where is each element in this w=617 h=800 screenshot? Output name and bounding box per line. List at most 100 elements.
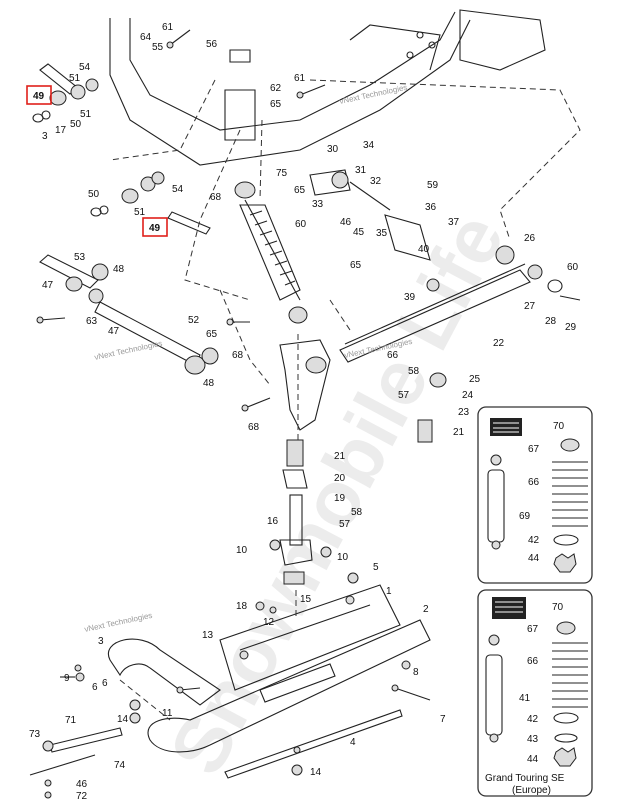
- callout: 8: [413, 667, 419, 678]
- callout: 17: [55, 125, 67, 136]
- callout: 73: [29, 729, 41, 740]
- callout: 63: [86, 316, 98, 327]
- callout: 13: [202, 630, 214, 641]
- callout: 45: [353, 227, 365, 238]
- callout: 75: [276, 168, 288, 179]
- callout: 31: [355, 165, 367, 176]
- callout: 10: [337, 552, 349, 563]
- panel-label: 43: [527, 734, 539, 745]
- watermark-text: vNext Technologies: [84, 611, 154, 634]
- callout: 24: [462, 390, 474, 401]
- callout: 51: [69, 73, 81, 84]
- panel-label: 67: [527, 624, 539, 635]
- callout: 64: [140, 32, 152, 43]
- callout-49-top: 49: [33, 91, 45, 102]
- callout: 4: [350, 737, 356, 748]
- hardware: [36, 29, 431, 799]
- panel-caption-line1: Grand Touring SE: [485, 773, 565, 784]
- front-arm-tube: [32, 63, 99, 123]
- panel-label: 42: [528, 535, 540, 546]
- callout: 65: [294, 185, 306, 196]
- callout: 15: [300, 594, 312, 605]
- callout: 27: [524, 301, 536, 312]
- shock-absorber: [234, 181, 308, 324]
- callout: 58: [351, 507, 363, 518]
- callout: 7: [440, 714, 446, 725]
- callout: 68: [248, 422, 260, 433]
- callout: 39: [404, 292, 416, 303]
- callout: 33: [312, 199, 324, 210]
- callout: 61: [294, 73, 306, 84]
- panel-label: 66: [528, 477, 540, 488]
- panel-caption-line2: (Europe): [512, 785, 551, 796]
- callout: 1: [386, 586, 392, 597]
- callout: 14: [310, 767, 322, 778]
- highlight-49-bottom[interactable]: 49: [142, 217, 168, 237]
- callout: 2: [423, 604, 429, 615]
- callout: 19: [334, 493, 346, 504]
- callout: 61: [162, 22, 174, 33]
- callout: 48: [203, 378, 215, 389]
- panel-label: 69: [519, 511, 531, 522]
- callout: 9: [64, 673, 70, 684]
- callout: 60: [567, 262, 579, 273]
- upper-linkage: [309, 169, 440, 292]
- highlight-49-top[interactable]: 49: [26, 85, 52, 105]
- callout: 71: [65, 715, 77, 726]
- shock-panel-bottom: 70 67 66 41 42 43 44 Grand Touring SE (E…: [477, 589, 593, 797]
- callout: 47: [42, 280, 54, 291]
- panel-label: 67: [528, 444, 540, 455]
- callout: 23: [458, 407, 470, 418]
- callout: 48: [113, 264, 125, 275]
- callout: 30: [327, 144, 339, 155]
- callout: 51: [80, 109, 92, 120]
- callout: 11: [162, 708, 173, 719]
- callout: 60: [295, 219, 307, 230]
- callout: 50: [88, 189, 100, 200]
- panel-label: 44: [528, 553, 540, 564]
- callout: 47: [108, 326, 120, 337]
- callout: 25: [469, 374, 481, 385]
- panel-label: 44: [527, 754, 539, 765]
- callout: 56: [206, 39, 218, 50]
- assembly-lines: [109, 79, 581, 721]
- callout: 46: [340, 217, 352, 228]
- callout: 32: [370, 176, 382, 187]
- chassis-frame: [109, 9, 546, 166]
- panel-label: 70: [552, 602, 564, 613]
- callout: 22: [493, 338, 505, 349]
- callout: 72: [76, 791, 88, 800]
- callout: 65: [206, 329, 218, 340]
- callout: 3: [98, 636, 104, 647]
- callout: 65: [350, 260, 362, 271]
- callout: 57: [339, 519, 351, 530]
- callout: 40: [418, 244, 430, 255]
- callout: 68: [210, 192, 222, 203]
- callout: 68: [232, 350, 244, 361]
- callout: 6: [102, 678, 108, 689]
- callout: 55: [152, 42, 164, 53]
- callout: 51: [134, 207, 146, 218]
- callout: 5: [373, 562, 379, 573]
- callout: 57: [398, 390, 410, 401]
- callout: 6: [92, 682, 98, 693]
- callout: 59: [427, 180, 439, 191]
- lower-arm: [339, 245, 581, 363]
- callout: 29: [565, 322, 577, 333]
- callout: 35: [376, 228, 388, 239]
- watermark-text: vNext Technologies: [94, 339, 164, 362]
- callout: 66: [387, 350, 399, 361]
- callout: 12: [263, 617, 275, 628]
- callout: 54: [172, 184, 184, 195]
- callout: 28: [545, 316, 557, 327]
- callout: 3: [42, 131, 48, 142]
- trailing-arms: [39, 254, 219, 375]
- callout: 46: [76, 779, 88, 790]
- shock-panel-top: 70 67 66 69 42 44: [477, 406, 593, 584]
- panel-label: 41: [519, 693, 531, 704]
- spindle-knuckle: [279, 339, 447, 443]
- panel-label: 70: [553, 421, 565, 432]
- callout: 65: [270, 99, 282, 110]
- callout-49-bottom: 49: [149, 223, 161, 234]
